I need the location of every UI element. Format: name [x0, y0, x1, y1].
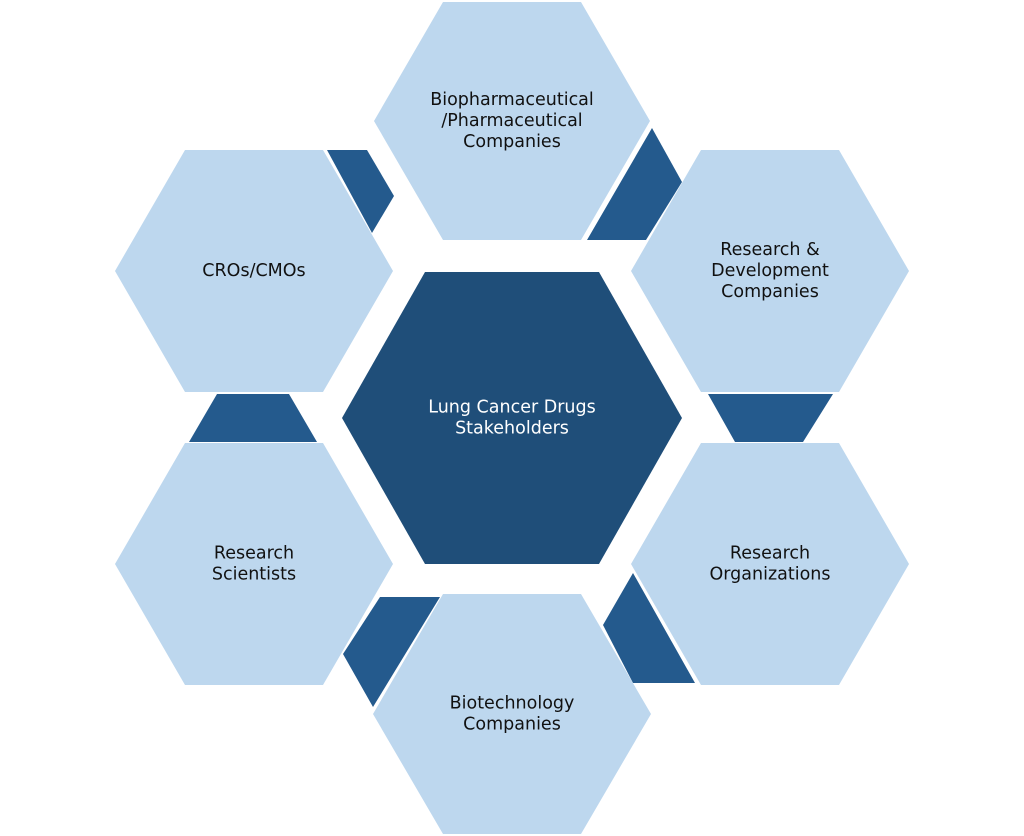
- hex-rnd-label-line-1: Research &: [720, 240, 820, 260]
- hex-rnd-label-line-2: Development: [711, 261, 829, 281]
- connector-top-left: [327, 150, 394, 233]
- hex-research-orgs-label-line-2: Organizations: [710, 565, 831, 585]
- hex-scientists-label-line-2: Scientists: [212, 565, 296, 585]
- hex-center-shape: [342, 272, 682, 564]
- connector-top-right: [587, 128, 682, 240]
- hex-center-label-line-2: Stakeholders: [455, 419, 569, 439]
- hex-biotech-shape: [373, 594, 651, 834]
- hex-research-orgs-shape: [631, 443, 909, 685]
- connector-right: [708, 394, 833, 442]
- hex-biotech-label-line-1: Biotechnology: [450, 694, 575, 714]
- hex-biotech-label-line-2: Companies: [463, 715, 561, 735]
- hex-rnd-label-line-3: Companies: [721, 282, 819, 302]
- hex-biopharma-label-line-1: Biopharmaceutical: [430, 90, 594, 110]
- connectors-layer: [189, 128, 833, 707]
- hex-center-label-line-1: Lung Cancer Drugs: [428, 398, 595, 418]
- hex-rnd-shape: [631, 150, 909, 392]
- hex-cros-label: CROs/CMOs: [202, 261, 305, 281]
- hex-cros-label-line-1: CROs/CMOs: [202, 261, 305, 281]
- hex-cros-shape: [115, 150, 393, 392]
- connector-left: [189, 394, 317, 442]
- hex-research-orgs-label-line-1: Research: [730, 544, 810, 564]
- hex-biopharma-label-line-2: /Pharmaceutical: [441, 111, 582, 131]
- hex-cros: CROs/CMOs: [115, 150, 393, 392]
- connector-bottom-left: [343, 597, 440, 707]
- hex-scientists-shape: [115, 443, 393, 685]
- connector-bottom-right: [603, 573, 695, 683]
- hex-scientists-label-line-1: Research: [214, 544, 294, 564]
- hex-biopharma-label-line-3: Companies: [463, 132, 561, 152]
- hex-biopharma-shape: [374, 2, 650, 240]
